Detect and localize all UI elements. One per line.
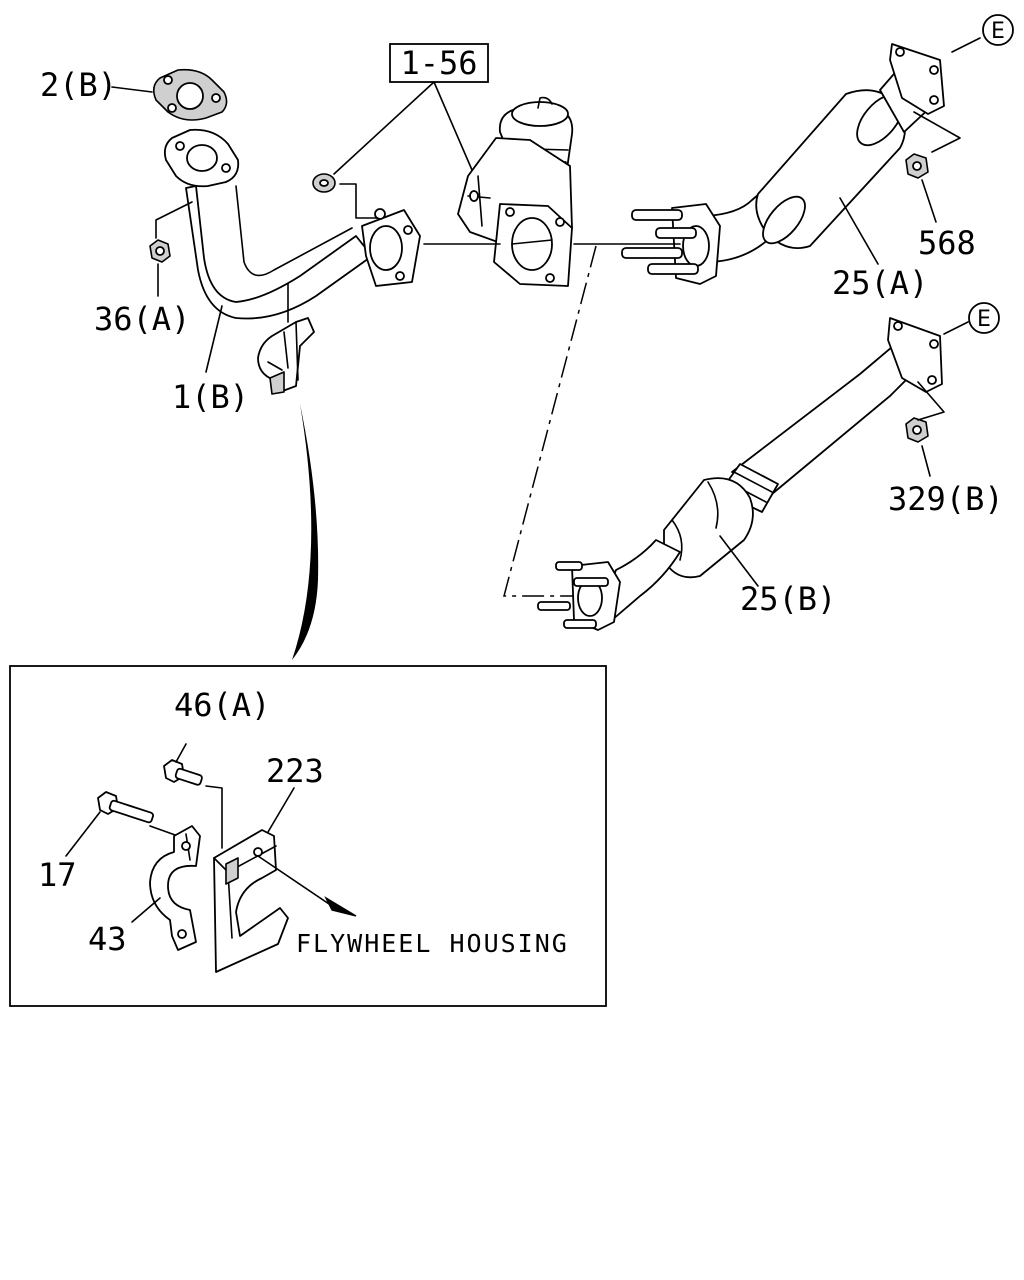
pipe-bracket (257, 317, 315, 395)
label-1b: 1(B) (172, 378, 249, 416)
studs-25a (621, 209, 699, 275)
label-46a: 46(A) (174, 686, 270, 724)
circle-e-mid: E (968, 302, 1000, 334)
label-1-56: 1-56 (400, 44, 477, 82)
gasket-nut (312, 173, 336, 193)
label-25a: 25(A) (832, 264, 928, 302)
nut-329b (905, 417, 929, 443)
exhaust-pipe-25b (537, 317, 943, 631)
studs-25b (537, 561, 609, 629)
exhaust-valve-assembly (457, 96, 574, 287)
label-43: 43 (88, 920, 127, 958)
nut-568 (905, 153, 929, 179)
detail-pointer (292, 404, 319, 660)
label-25b: 25(B) (740, 580, 836, 618)
label-36a: 36(A) (94, 300, 190, 338)
label-2b: 2(B) (40, 66, 117, 104)
gasket-2b (152, 68, 228, 121)
muffler-pipe-25a (621, 43, 945, 285)
clamp-43 (131, 825, 201, 951)
label-223: 223 (266, 752, 324, 790)
bracket-223 (213, 787, 357, 973)
callout-1-56: 1-56 (389, 43, 489, 83)
bolt-17 (65, 791, 179, 857)
bolt-46a (163, 743, 223, 849)
circle-e-top: E (982, 14, 1014, 46)
label-e-mid: E (977, 307, 991, 332)
label-329b: 329(B) (888, 480, 1004, 518)
front-pipe-1b (163, 128, 421, 320)
label-e-top: E (991, 19, 1005, 44)
label-17: 17 (38, 856, 77, 894)
label-flywheel-housing: FLYWHEEL HOUSING (296, 929, 569, 958)
nut-36a (149, 239, 171, 263)
leader-lines (111, 37, 981, 597)
label-568: 568 (918, 224, 976, 262)
detail-box (9, 665, 607, 1007)
